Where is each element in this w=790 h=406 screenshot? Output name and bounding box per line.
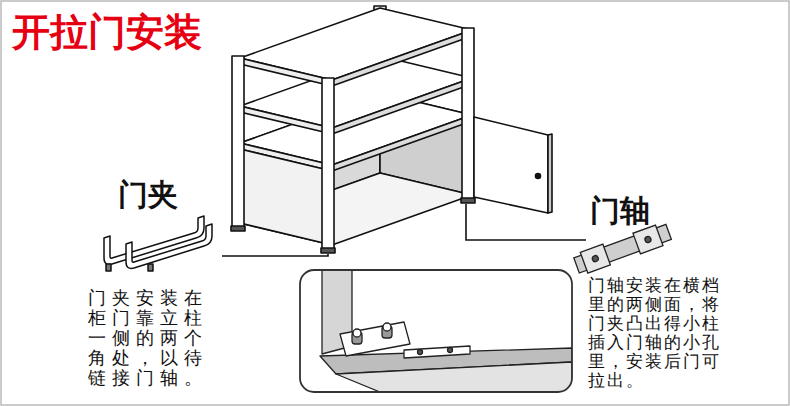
hinge-hole: [644, 236, 652, 244]
pin-top: [353, 329, 361, 337]
inset-frame: [300, 270, 572, 392]
door-clip: [126, 224, 212, 268]
hinge-hole: [448, 348, 453, 353]
shelf-edge: [240, 58, 332, 86]
rail: [336, 362, 572, 392]
post-foot: [461, 198, 475, 203]
post-foot: [231, 226, 245, 231]
shelf-edge: [332, 30, 472, 86]
detail-inset: [300, 270, 572, 392]
part-name: 门夹: [118, 178, 178, 211]
clip-pin: [148, 264, 153, 271]
hinge-plate: [633, 225, 663, 254]
hinge-hole: [592, 255, 600, 263]
door: [474, 117, 548, 213]
leader-lines: [222, 204, 586, 256]
post: [462, 28, 474, 200]
title: 开拉门安装: [12, 12, 202, 54]
hinge-slot: [404, 346, 470, 358]
post: [232, 56, 244, 228]
note-text: 门夹安装在柜门靠立柱一侧的两个角处，以待链接门轴。: [88, 288, 214, 388]
leader-line: [466, 204, 586, 240]
post: [322, 78, 334, 250]
post-foot: [321, 248, 335, 253]
leader-line: [222, 254, 328, 256]
clip-pin: [106, 264, 111, 271]
door-hinge-icon: [573, 222, 673, 276]
part-name: 门轴: [590, 194, 650, 227]
shelf-edge: [332, 78, 472, 134]
side-panel: [240, 149, 332, 245]
pin-top: [383, 323, 391, 331]
shelf-edge: [240, 106, 332, 134]
hinge-plate: [580, 244, 610, 273]
door-knob: [536, 174, 541, 179]
cabinet: [231, 6, 552, 253]
hinge-plate: [340, 322, 410, 356]
hinge-bar: [574, 224, 672, 273]
door-clip-icon: [104, 216, 212, 271]
door-edge: [548, 134, 552, 213]
inset-ground: [300, 270, 572, 392]
note-text: 门轴安装在横档里的两侧面，将门夹凸出得小柱插入门轴的小孔里，安装后门可拉出。: [588, 276, 726, 390]
hinge-hole: [418, 350, 423, 355]
